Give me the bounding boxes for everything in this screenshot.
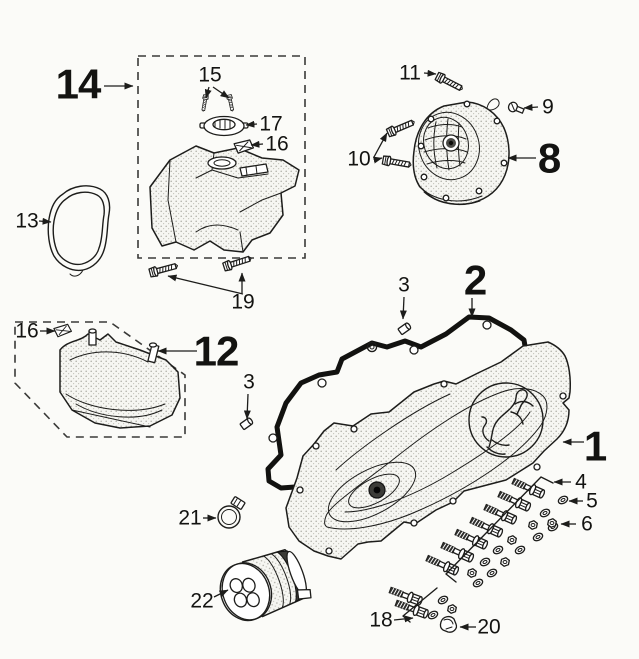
part-number-13[interactable]: 13 (15, 210, 38, 233)
callout-part-16[interactable]: 16 (15, 320, 56, 343)
callout-part-6[interactable]: 6 (560, 513, 593, 536)
part-number-14[interactable]: 14 (56, 61, 103, 108)
callout-arrow-15 (204, 86, 212, 99)
part-4-bracket-line (445, 476, 554, 583)
part-number-16[interactable]: 16 (265, 133, 288, 156)
part-3-dowel-left-drawing (239, 416, 255, 431)
part-number-2[interactable]: 2 (464, 257, 487, 304)
callout-part-11[interactable]: 11 (399, 62, 437, 85)
part-number-22[interactable]: 22 (190, 590, 213, 613)
callout-part-8[interactable]: 8 (507, 135, 562, 182)
callout-part-4[interactable]: 4 (553, 471, 587, 494)
callout-arrow-22 (213, 589, 229, 598)
part-20-clip-drawing (439, 615, 458, 633)
part-number-8[interactable]: 8 (538, 135, 562, 182)
part-14-dashed-box (137, 55, 306, 259)
callout-arrow-3 (243, 393, 251, 420)
callout-part-3[interactable]: 3 (398, 274, 410, 320)
callout-arrow-16 (250, 140, 264, 148)
part-21-clamp-drawing (217, 496, 246, 529)
callout-arrow-10 (373, 132, 388, 158)
part-number-9[interactable]: 9 (542, 96, 554, 119)
part-12-housing-drawing (59, 328, 181, 429)
callout-arrow-11 (423, 69, 437, 77)
callout-part-21[interactable]: 21 (178, 507, 217, 530)
callout-part-14[interactable]: 14 (56, 61, 134, 108)
part-1-bolt-holes (296, 380, 567, 555)
part-16-clip-left-drawing (53, 323, 73, 338)
callout-arrow-13 (38, 217, 52, 225)
callout-arrow-3 (399, 296, 407, 320)
part-number-16[interactable]: 16 (15, 320, 38, 343)
callout-arrow-19 (167, 274, 244, 295)
part-number-3[interactable]: 3 (398, 274, 410, 297)
part-number-6[interactable]: 6 (581, 513, 593, 536)
callout-arrow-15 (212, 86, 230, 99)
part-number-15[interactable]: 15 (198, 64, 221, 87)
callout-part-12[interactable]: 12 (157, 328, 240, 375)
callout-arrow-18 (393, 615, 414, 623)
callout-part-3[interactable]: 3 (243, 371, 255, 420)
part-16-clip-top-drawing (233, 138, 255, 155)
part-4-bolt-set-drawing (424, 475, 554, 583)
callout-part-13[interactable]: 13 (15, 210, 52, 233)
callout-part-5[interactable]: 5 (568, 490, 598, 513)
part-17-cap-drawing (199, 115, 249, 137)
callout-part-10[interactable]: 10 (347, 132, 388, 171)
part-number-19[interactable]: 19 (231, 291, 254, 314)
callout-part-2[interactable]: 2 (464, 257, 487, 318)
callout-part-17[interactable]: 17 (245, 113, 283, 136)
callout-part-9[interactable]: 9 (523, 96, 554, 119)
part-number-3[interactable]: 3 (243, 371, 255, 394)
part-12-dashed-box (14, 321, 186, 438)
part-10-bolts-drawing (381, 116, 417, 171)
part-number-11[interactable]: 11 (399, 62, 421, 85)
part-number-12[interactable]: 12 (194, 328, 240, 375)
part-number-10[interactable]: 10 (347, 148, 370, 171)
part-8-bolt-holes (417, 100, 508, 202)
callout-part-15[interactable]: 15 (198, 64, 230, 99)
callout-part-19[interactable]: 19 (167, 272, 255, 314)
callout-part-16[interactable]: 16 (250, 133, 289, 156)
part-number-5[interactable]: 5 (586, 490, 598, 513)
part-14-housing-drawing (149, 145, 300, 253)
part-9-screw-drawing (507, 101, 525, 114)
part-22-silencer-drawing (219, 549, 312, 622)
part-number-18[interactable]: 18 (369, 609, 392, 632)
part-23-oring-drawing (366, 341, 378, 353)
part-14-group (137, 55, 306, 259)
part-1-cover-drawing (285, 341, 571, 560)
part-11-bolt-drawing (434, 71, 466, 94)
part-number-17[interactable]: 17 (259, 113, 282, 136)
callout-part-22[interactable]: 22 (190, 589, 229, 613)
part-number-21[interactable]: 21 (178, 507, 201, 530)
part-2-gasket-drawing (265, 314, 530, 491)
part-13-gasket-drawing (47, 185, 111, 277)
callout-part-1[interactable]: 1 (562, 423, 608, 470)
callout-arrow-10 (372, 156, 383, 164)
part-number-20[interactable]: 20 (477, 616, 500, 639)
part-3-dowel-top-drawing (397, 321, 413, 336)
part-number-4[interactable]: 4 (575, 471, 587, 494)
callout-part-20[interactable]: 20 (459, 616, 501, 639)
part-12-group (14, 321, 186, 438)
peugeot-lion-emblem (468, 382, 544, 458)
part-5-washer-drawing (556, 494, 570, 506)
part-number-1[interactable]: 1 (584, 423, 608, 470)
callout-arrow-9 (523, 103, 539, 111)
callout-part-18[interactable]: 18 (369, 609, 414, 632)
part-8-cover-drawing (412, 98, 510, 206)
callout-arrow-17 (245, 120, 258, 128)
